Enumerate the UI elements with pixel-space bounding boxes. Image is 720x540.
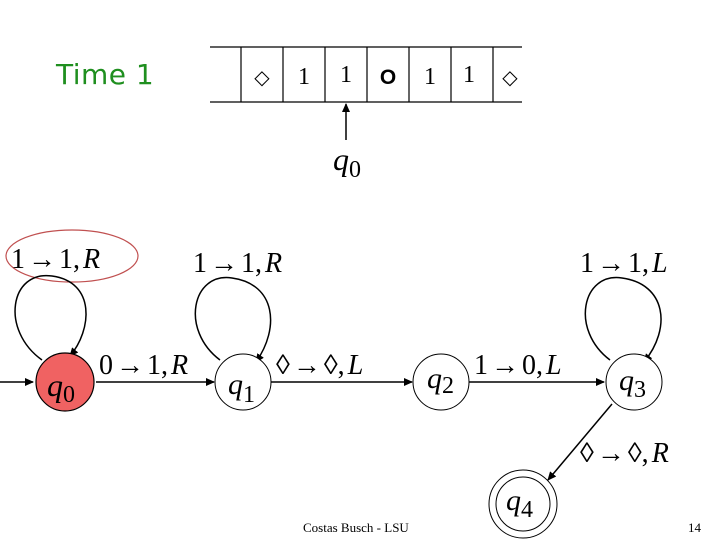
footer-page-number: 14 [688, 520, 701, 535]
state-circle [214, 353, 272, 411]
tape-cell-7: ◇ [502, 67, 518, 89]
state-label-q3: q3 [619, 364, 646, 403]
state-label-q4: q4 [506, 484, 533, 523]
loop-q3 [584, 276, 662, 363]
highlight-ellipse [5, 229, 139, 283]
state-q1[interactable]: q1 [214, 353, 272, 411]
state-q4[interactable]: q4 [488, 469, 558, 539]
tape-cell-5: 1 [424, 64, 436, 90]
edge-q3-q4 [547, 403, 613, 481]
transition-label-q2-q3: 1→0,L [474, 350, 562, 381]
tape-cell-1: ◇ [254, 67, 270, 89]
state-circle [605, 353, 663, 411]
state-label-q1: q1 [228, 368, 255, 408]
loop-q1 [194, 276, 272, 363]
slide-title: Time 1 [56, 58, 155, 91]
tape-cell-3: 1 [340, 62, 352, 88]
tape [210, 46, 522, 103]
tape-head-state: q0 [333, 141, 361, 183]
footer-author: Costas Busch - LSU [303, 520, 409, 535]
transition-label-loop-q0: 1→1,R [11, 244, 100, 275]
transition-label-loop-q1: 1→1,R [193, 248, 282, 279]
state-q0[interactable]: q0 [35, 352, 95, 412]
tape-cell-6: 1 [463, 62, 475, 88]
state-q3[interactable]: q3 [605, 353, 663, 411]
state-label-q0: q0 [47, 367, 75, 408]
state-circle [412, 353, 470, 411]
transition-label-q3-q4: ◊→◊,R [580, 438, 669, 469]
loop-q0 [14, 274, 87, 361]
state-circle [495, 476, 551, 532]
state-circle [35, 352, 95, 412]
transition-label-q1-q2: ◊→◊,L [276, 350, 363, 381]
state-label-q2: q2 [427, 362, 454, 399]
transition-label-q0-q1: 0→1,R [99, 350, 188, 381]
tape-cell-2: 1 [298, 64, 310, 90]
transition-label-loop-q3: 1→1,L [580, 248, 668, 279]
tape-cell-4: O [380, 66, 396, 89]
state-q2[interactable]: q2 [412, 353, 470, 411]
